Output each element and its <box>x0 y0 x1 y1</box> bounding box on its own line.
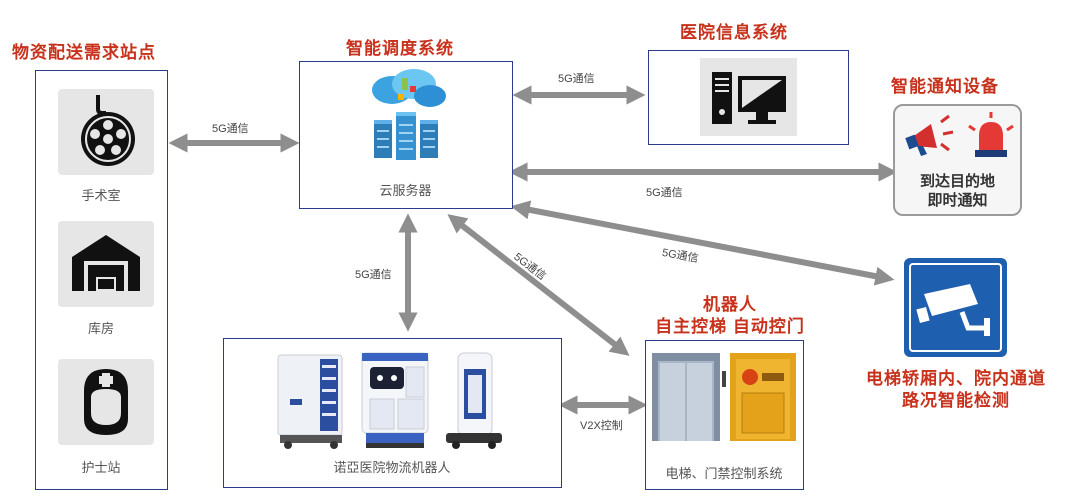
nurse-station-tile <box>58 359 154 445</box>
notify-line1: 到达目的地 <box>919 173 995 190</box>
dispatch-panel: 云服务器 <box>299 61 513 209</box>
link-label-dispatch-notify: 5G通信 <box>646 187 683 199</box>
dispatch-title: 智能调度系统 <box>346 39 454 58</box>
robots-panel: 诺亞医院物流机器人 <box>223 338 562 488</box>
elevator-label: 电梯、门禁控制系统 <box>665 466 783 481</box>
notify-line2: 即时通知 <box>927 192 988 209</box>
monitor-title-line1: 电梯轿厢内、院内通道 <box>866 369 1046 388</box>
station-label-warehouse: 库房 <box>87 321 114 336</box>
arrow-dispatch-camera <box>510 200 895 286</box>
arrow-dispatch-elevator <box>447 214 630 356</box>
server-label: 云服务器 <box>379 183 432 198</box>
notify-title: 智能通知设备 <box>891 77 999 96</box>
camera-sign <box>904 258 1007 357</box>
cloud-server-icon <box>372 69 446 160</box>
link-label-stations-dispatch: 5G通信 <box>212 123 249 135</box>
tower-robot-icon <box>446 352 502 449</box>
warehouse-icon <box>72 235 140 291</box>
nurse-icon <box>84 369 128 435</box>
operating-room-tile <box>58 89 154 175</box>
his-title: 医院信息系统 <box>680 23 788 42</box>
computer-tile <box>700 58 797 136</box>
robots-label: 诺亞医院物流机器人 <box>333 460 451 475</box>
surgical-lamp-icon <box>81 95 135 166</box>
monitor-title-line2: 路况智能检测 <box>902 391 1010 410</box>
notify-device-panel: 到达目的地 即时通知 <box>893 104 1022 216</box>
his-panel <box>648 50 849 145</box>
robot-title-line1: 机器人 <box>703 295 757 314</box>
surveillance-camera-icon <box>916 284 990 336</box>
elevator-door-icon <box>652 353 796 441</box>
station-label-nurse-station: 护士站 <box>81 460 121 475</box>
delivery-cart-robot-icon <box>277 354 343 449</box>
station-label-operating-room: 手术室 <box>81 188 121 203</box>
alarm-light-icon <box>968 112 1014 157</box>
computer-icon <box>712 72 786 124</box>
stations-panel: 手术室 库房 护士站 <box>35 70 168 490</box>
megaphone-icon <box>905 114 954 156</box>
elevator-panel: 电梯、门禁控制系统 <box>645 340 804 490</box>
link-label-dispatch-his: 5G通信 <box>558 73 595 85</box>
robot-title-line2: 自主控梯 自动控门 <box>655 317 805 336</box>
link-label-robots-elevator: V2X控制 <box>580 420 623 432</box>
stations-title: 物资配送需求站点 <box>12 43 156 62</box>
cabinet-robot-icon <box>361 352 429 448</box>
link-label-dispatch-robots: 5G通信 <box>355 269 392 281</box>
warehouse-tile <box>58 221 154 307</box>
